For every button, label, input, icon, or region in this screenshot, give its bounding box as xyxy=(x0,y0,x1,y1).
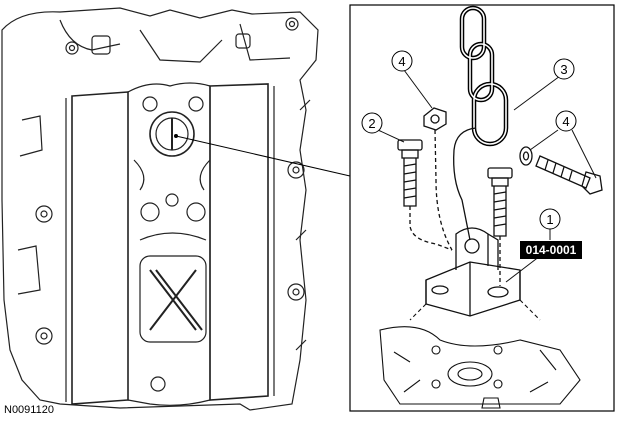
right-flange-details xyxy=(295,99,311,351)
svg-text:1: 1 xyxy=(546,212,553,227)
upper-right-hole xyxy=(188,96,204,112)
engine-detail-lower xyxy=(379,299,581,409)
callout-leaders xyxy=(377,69,597,283)
center-valley xyxy=(127,82,211,406)
callout-3: 3 xyxy=(553,58,575,80)
bolt-2 xyxy=(397,139,453,251)
detail-leader-dot xyxy=(174,134,178,138)
left-bore-panel xyxy=(71,91,129,405)
top-left-boss xyxy=(91,35,111,55)
x-rib xyxy=(149,269,203,331)
washer-4 xyxy=(519,146,533,166)
mid-left-boss xyxy=(140,202,160,222)
web-contours xyxy=(133,159,211,191)
figure-id-label: N0091120 xyxy=(4,404,54,416)
top-right-boss xyxy=(235,33,251,49)
svg-text:014-0001: 014-0001 xyxy=(526,243,577,257)
right-bore-panel xyxy=(209,83,269,401)
x-rib-frame xyxy=(139,255,207,343)
plug-boss xyxy=(149,111,195,157)
callout-2: 2 xyxy=(361,112,383,134)
callout-4-lower: 4 xyxy=(555,110,577,132)
lower-bolt-head xyxy=(481,397,501,409)
callout-4-upper: 4 xyxy=(391,50,413,72)
bolt-center xyxy=(487,167,513,286)
callout-1: 1 xyxy=(539,208,561,230)
svg-text:3: 3 xyxy=(560,62,567,77)
side-bolts xyxy=(35,17,305,345)
svg-text:4: 4 xyxy=(398,54,405,69)
special-tool-tag: 014-0001 xyxy=(520,241,582,259)
detail-inset-content xyxy=(377,5,603,409)
engine-block-view xyxy=(1,7,319,411)
mid-center-boss xyxy=(165,193,179,207)
bolt-4-horizontal xyxy=(535,155,603,195)
svg-text:2: 2 xyxy=(368,116,375,131)
detail-inset-frame xyxy=(349,4,615,412)
engine-casting-outline xyxy=(1,7,319,411)
nut-4-upper xyxy=(423,107,453,251)
link-hook xyxy=(453,127,477,241)
mid-right-boss xyxy=(186,202,206,222)
lower-left-hole xyxy=(150,376,166,392)
mid-rib xyxy=(139,232,207,241)
left-flange-details xyxy=(17,115,43,295)
svg-text:4: 4 xyxy=(562,114,569,129)
upper-left-hole xyxy=(142,96,158,112)
detail-leader-line xyxy=(175,135,351,177)
top-casting-details xyxy=(59,19,291,63)
